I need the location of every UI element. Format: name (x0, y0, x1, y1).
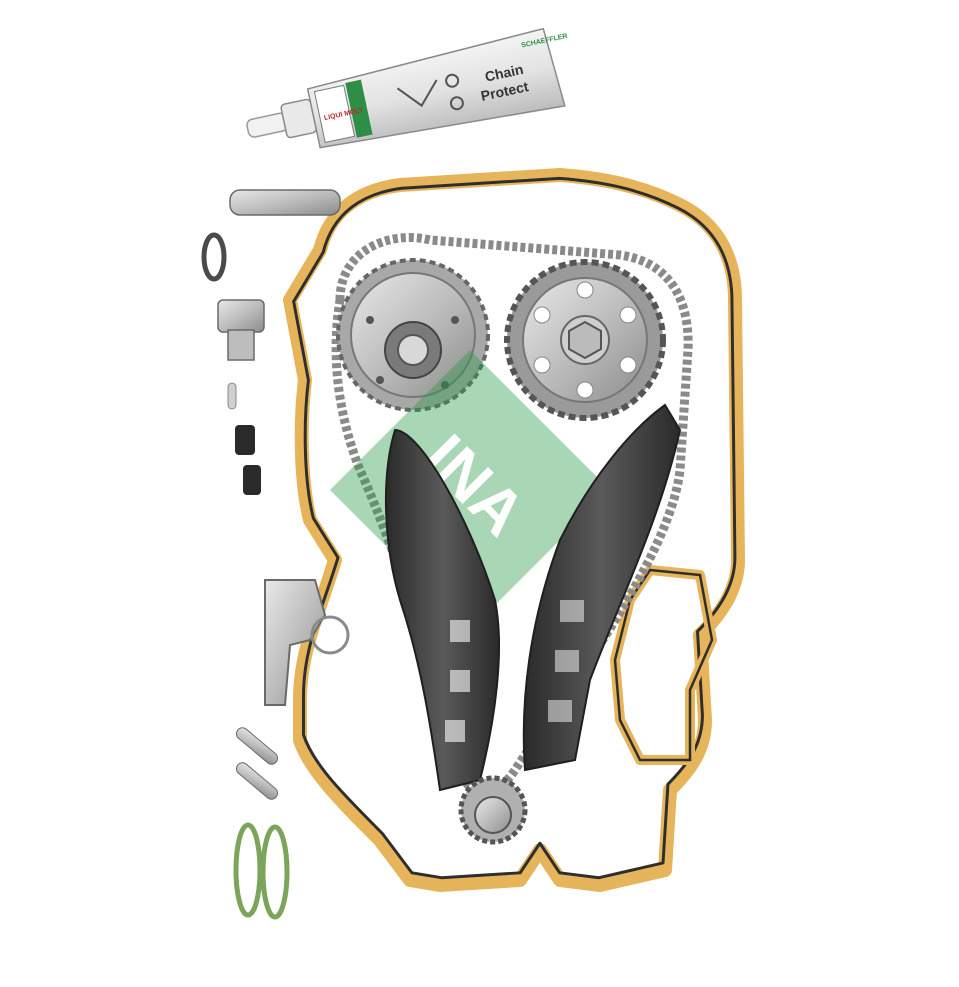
timing-chain-icon (331, 233, 693, 797)
seal-plug-icon (235, 425, 255, 455)
tube-product-label-1: Chain (483, 61, 524, 85)
o-ring-green-1-icon (233, 822, 263, 918)
dowel-pin-icon (235, 727, 279, 765)
right-tensioner-guide (522, 403, 682, 772)
o-ring-green-2-icon (260, 824, 290, 920)
guide-pin-icon (229, 189, 341, 216)
chain-protect-tube: Chain Protect LIQUI MOLY SCHAEFFLER (246, 27, 568, 149)
pin-icon (227, 382, 237, 410)
seal-plug-small-icon (243, 465, 261, 495)
bolt-icon (217, 299, 265, 361)
timing-cover-gasket (283, 168, 745, 892)
crankshaft-sprocket-icon (458, 775, 528, 845)
camshaft-sprocket-icon (336, 258, 490, 412)
chain-tensioner-icon (264, 579, 350, 706)
dowel-pin-2-icon (235, 762, 279, 800)
o-ring-icon (201, 232, 227, 282)
camshaft-sprocket-right-icon (504, 259, 666, 421)
side-parts (201, 189, 350, 920)
